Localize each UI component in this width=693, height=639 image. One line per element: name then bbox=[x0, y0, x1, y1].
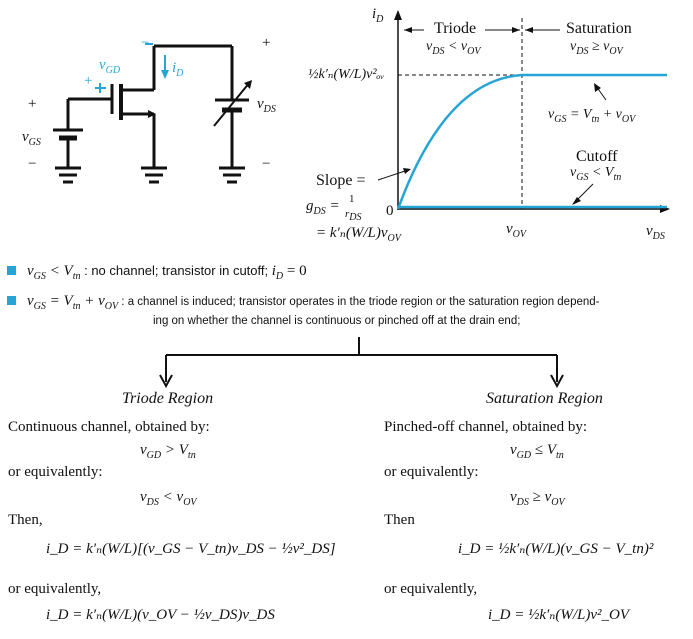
saturation-condition: vDS ≥ vOV bbox=[570, 39, 623, 57]
triode-equiv: or equivalently: bbox=[8, 464, 103, 480]
gds-label: gDS = bbox=[306, 198, 340, 217]
drain-current-label: iD bbox=[172, 60, 184, 79]
gds-equation: = k′ₙ(W/L)vOV bbox=[316, 225, 401, 244]
cutoff-title: Cutoff bbox=[576, 148, 618, 165]
vov-curve bbox=[396, 73, 667, 210]
cutoff-condition: vGS < Vtn bbox=[570, 165, 622, 183]
saturation-obtained: Pinched-off channel, obtained by: bbox=[384, 419, 587, 435]
vgd-minus-sign: − bbox=[141, 35, 150, 51]
vgs-plus-sign: + bbox=[28, 96, 37, 112]
triode-region-title: Triode Region bbox=[122, 390, 214, 407]
saturation-equiv2: or equivalently, bbox=[384, 581, 478, 597]
ground-icon bbox=[141, 166, 167, 184]
saturation-title: Saturation bbox=[566, 20, 632, 37]
vds-minus-sign: − bbox=[262, 156, 271, 172]
vgd-label: vGD bbox=[99, 57, 121, 76]
ground-icon bbox=[219, 166, 245, 184]
triode-equation-2: i_D = k′ₙ(W/L)(v_OV − ½v_DS)v_DS bbox=[46, 607, 275, 623]
triode-then: Then, bbox=[8, 512, 43, 528]
variable-arrow-icon bbox=[244, 80, 252, 89]
gds-denominator: rDS bbox=[345, 208, 362, 224]
vgs-minus-sign: − bbox=[28, 156, 37, 172]
saturation-equiv: or equivalently: bbox=[384, 464, 479, 480]
curve-label: vGS = Vtn + vOV bbox=[548, 107, 636, 125]
triode-cond1: vGD > Vtn bbox=[140, 442, 196, 461]
y-axis-label: iD bbox=[372, 6, 384, 25]
triode-equation-1: i_D = k′ₙ(W/L)[(v_GS − V_tn)v_DS − ½v²_D… bbox=[46, 541, 336, 557]
bullet-induced-line2: ing on whether the channel is continuous… bbox=[153, 315, 521, 327]
saturation-cond1: vGD ≤ Vtn bbox=[510, 442, 564, 461]
vds-plus-sign: + bbox=[262, 35, 271, 51]
bullet-marker bbox=[7, 266, 16, 275]
saturation-region-title: Saturation Region bbox=[486, 390, 603, 407]
bullet-marker bbox=[7, 296, 16, 305]
source-arrow-icon bbox=[148, 110, 156, 118]
saturation-then: Then bbox=[384, 512, 415, 528]
triode-equiv2: or equivalently, bbox=[8, 581, 102, 597]
y-axis-arrow-icon bbox=[394, 10, 402, 20]
saturation-cond2: vDS ≥ vOV bbox=[510, 489, 565, 508]
ground-icon bbox=[55, 166, 81, 184]
origin-label: 0 bbox=[386, 203, 394, 219]
triode-cond2: vDS < vOV bbox=[140, 489, 197, 508]
saturation-equation-2: i_D = ½k′ₙ(W/L)v²_OV bbox=[488, 607, 630, 623]
drain-current-arrow-icon bbox=[161, 70, 169, 79]
gds-numerator: 1 bbox=[349, 193, 355, 205]
branch-arrows bbox=[159, 337, 564, 389]
saturation-equation-1: i_D = ½k′ₙ(W/L)(v_GS − V_tn)² bbox=[458, 541, 654, 557]
triode-title: Triode bbox=[434, 20, 477, 37]
vds-label: vDS bbox=[257, 96, 276, 115]
vgd-marker bbox=[95, 43, 166, 93]
iv-graph bbox=[377, 10, 670, 213]
saturation-level-label: ½k′ₙ(W/L)v²ₒᵥ bbox=[308, 67, 385, 82]
vgs-label: vGS bbox=[22, 129, 41, 148]
slope-label: Slope = bbox=[316, 172, 366, 189]
vgd-plus-sign: + bbox=[84, 73, 93, 89]
triode-condition: vDS < vOV bbox=[426, 39, 481, 57]
bullet-induced-line1: vGS = Vtn + vOV : a channel is induced; … bbox=[27, 293, 600, 312]
triode-obtained: Continuous channel, obtained by: bbox=[8, 419, 210, 435]
mosfet-circuit bbox=[53, 44, 251, 168]
x-axis-label: vDS bbox=[646, 223, 665, 242]
vov-tick-label: vOV bbox=[506, 221, 527, 240]
bullet-cutoff: vGS < Vtn : no channel; transistor in cu… bbox=[27, 263, 307, 282]
